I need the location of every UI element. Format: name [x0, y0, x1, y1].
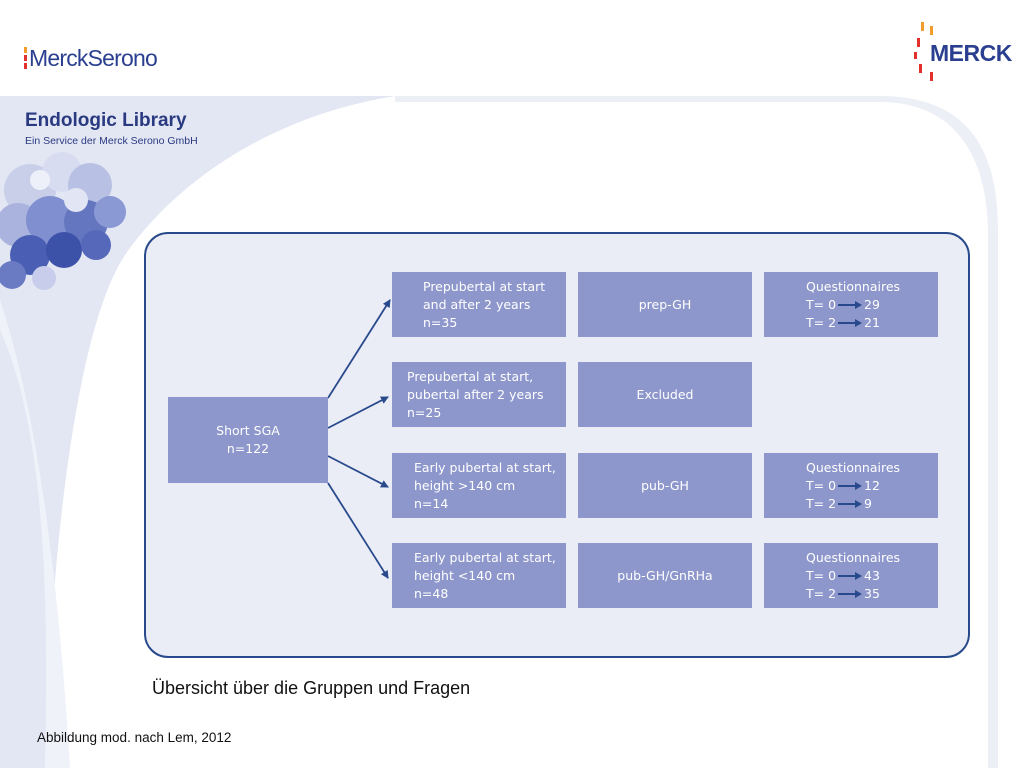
arrow-right-icon [838, 300, 863, 309]
group-line: height <140 cm [414, 567, 516, 583]
treatment-box-row-4: pub-GH/GnRHa [578, 543, 752, 608]
arrow-right-icon [838, 499, 863, 508]
questionnaire-title: Questionnaires [806, 549, 901, 565]
treatment-label: pub-GH [641, 477, 689, 493]
arrow-right-icon [838, 589, 863, 598]
treatment-label: pub-GH/GnRHa [617, 567, 713, 583]
group-line: pubertal after 2 years [407, 386, 544, 402]
arrow-right-icon [838, 571, 863, 580]
questionnaire-t2: T= 2 35 [806, 585, 880, 601]
questionnaire-t0: T= 0 43 [806, 567, 880, 583]
questionnaire-t0: T= 0 12 [806, 477, 880, 493]
logo-bars-icon [24, 47, 27, 69]
group-line: Prepubertal at start [423, 278, 546, 294]
treatment-label: Excluded [636, 386, 694, 402]
group-line: and after 2 years [423, 296, 531, 312]
merck-serono-logo: MerckSerono [24, 38, 158, 78]
source-group-label: Short SGA [216, 423, 280, 438]
group-line: Prepubertal at start, [407, 368, 534, 384]
library-subtitle: Ein Service der Merck Serono GmbH [25, 135, 198, 147]
protein-structure-image [0, 152, 126, 290]
questionnaire-title: Questionnaires [806, 459, 901, 475]
treatment-box-row-2: Excluded [578, 362, 752, 427]
questionnaire-box-row-3: Questionnaires T= 0 12 T= 2 9 [764, 453, 938, 518]
group-count: n=14 [414, 495, 449, 511]
merck-logo-text: MERCK [930, 40, 1012, 66]
questionnaire-t2: T= 2 21 [806, 314, 880, 330]
group-count: n=48 [414, 585, 449, 601]
library-title: Endologic Library [25, 110, 187, 131]
diagram-caption: Übersicht über die Gruppen und Fragen [152, 678, 471, 698]
source-group-box: Short SGA n=122 [168, 397, 328, 483]
group-line: height >140 cm [414, 477, 516, 493]
questionnaire-box-row-4: Questionnaires T= 0 43 T= 2 35 [764, 543, 938, 608]
arrow-right-icon [838, 318, 863, 327]
merck-serono-logo-text: MerckSerono [29, 44, 158, 71]
group-box-row-1: Prepubertal at start and after 2 years n… [392, 272, 566, 337]
source-group-count: n=122 [226, 441, 270, 456]
group-box-row-4: Early pubertal at start, height <140 cm … [392, 543, 566, 608]
questionnaire-t0: T= 0 29 [806, 296, 880, 312]
group-line: Early pubertal at start, [414, 549, 556, 565]
treatment-label: prep-GH [638, 296, 692, 312]
arrow-right-icon [838, 481, 863, 490]
group-box-row-3: Early pubertal at start, height >140 cm … [392, 453, 566, 518]
group-line: Early pubertal at start, [414, 459, 556, 475]
group-box-row-2: Prepubertal at start, pubertal after 2 y… [392, 362, 566, 427]
questionnaire-title: Questionnaires [806, 278, 901, 294]
treatment-box-row-3: pub-GH [578, 453, 752, 518]
questionnaire-box-row-1: Questionnaires T= 0 29 T= 2 21 [764, 272, 938, 337]
source-note: Abbildung mod. nach Lem, 2012 [37, 730, 232, 745]
merck-logo: MERCK [914, 20, 1012, 84]
treatment-box-row-1: prep-GH [578, 272, 752, 337]
group-count: n=25 [407, 404, 442, 420]
questionnaire-t2: T= 2 9 [806, 495, 872, 511]
group-count: n=35 [423, 314, 458, 330]
